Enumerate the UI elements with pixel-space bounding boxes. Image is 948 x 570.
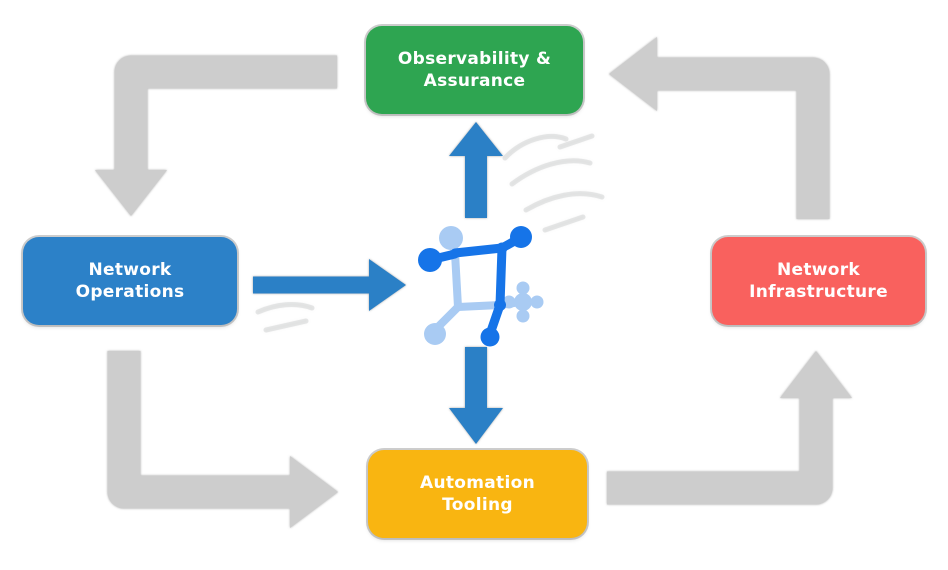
flow-arrow-center-to-automation <box>449 347 503 444</box>
node-observability-assurance: Observability & Assurance <box>366 26 583 114</box>
cycle-arrow-observability-to-operations <box>95 55 337 216</box>
mesh-light-nodes <box>424 226 544 345</box>
cycle-arrow-shaft <box>657 57 830 219</box>
network-mesh-icon <box>418 226 544 347</box>
cycle-arrowhead-left <box>609 37 657 111</box>
cycle-arrowhead-right <box>290 456 338 528</box>
flow-arrowhead-down <box>449 408 503 444</box>
node-network-infrastructure: Network Infrastructure <box>712 237 925 325</box>
node-automation-label: Automation Tooling <box>420 472 535 515</box>
cycle-arrowhead-up <box>780 351 852 398</box>
node-automation-tooling: Automation Tooling <box>368 450 587 538</box>
cycle-arrow-automation-to-infrastructure <box>607 351 852 505</box>
mesh-light-links <box>432 237 518 333</box>
mesh-dark-links <box>425 233 525 339</box>
cycle-arrow-shaft <box>607 398 833 505</box>
mesh-dark-nodes <box>418 226 532 347</box>
flow-arrow-center-to-observability <box>449 122 503 218</box>
cycle-arrow-shaft <box>114 55 337 172</box>
flow-arrow-operations-to-center <box>253 259 406 311</box>
node-observability-label: Observability & Assurance <box>397 48 552 91</box>
node-operations-label: Network Operations <box>75 259 185 302</box>
cycle-arrow-operations-to-automation <box>107 351 338 528</box>
flow-arrowhead-up <box>449 122 503 156</box>
cycle-arrowhead-down <box>95 170 167 216</box>
node-network-operations: Network Operations <box>23 237 237 325</box>
cycle-arrow-infrastructure-to-observability <box>609 37 830 219</box>
node-infrastructure-label: Network Infrastructure <box>749 259 888 302</box>
cycle-arrow-shaft <box>107 351 292 509</box>
flow-arrowhead-right <box>369 259 406 311</box>
sketch-artifact-marks <box>255 133 605 333</box>
